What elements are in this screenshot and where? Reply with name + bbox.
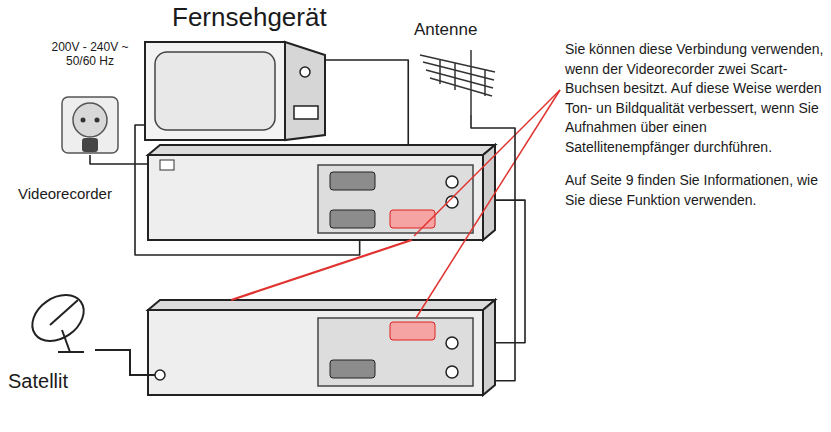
- satellite-receiver: Satellit: [148, 300, 495, 395]
- cable: [135, 125, 360, 255]
- vcr-drawing: [148, 145, 495, 240]
- cable: [231, 240, 411, 300]
- device-label: Antenne: [414, 20, 477, 40]
- cable: [471, 115, 515, 381]
- cable: [90, 155, 148, 164]
- receiver-drawing: [148, 300, 495, 395]
- video-recorder: Videorecorder: [148, 145, 495, 240]
- device-label: Satellit: [8, 370, 68, 393]
- antenna: Antenne: [415, 45, 495, 115]
- wall-socket: [62, 97, 118, 153]
- device-label: Fernsehgerät: [172, 3, 327, 33]
- satellite-dish: [24, 286, 155, 375]
- note-block: Sie können diese Verbindung verwenden, w…: [565, 40, 827, 210]
- antenna-drawing: [420, 50, 495, 115]
- note-text: Auf Seite 9 finden Sie Informationen, wi…: [565, 171, 827, 210]
- cable: [325, 60, 408, 145]
- note-text: Sie können diese Verbindung verwenden, w…: [565, 40, 827, 157]
- tv-drawing: [145, 42, 325, 140]
- device-label: 200V - 240V ~ 50/60 Hz: [48, 41, 132, 69]
- leader-line: [414, 90, 560, 318]
- power-socket: 200V - 240V ~ 50/60 Hz: [60, 95, 120, 155]
- tv-set: Fernsehgerät: [145, 40, 325, 140]
- device-label: Videorecorder: [18, 185, 112, 202]
- cable: [495, 200, 525, 343]
